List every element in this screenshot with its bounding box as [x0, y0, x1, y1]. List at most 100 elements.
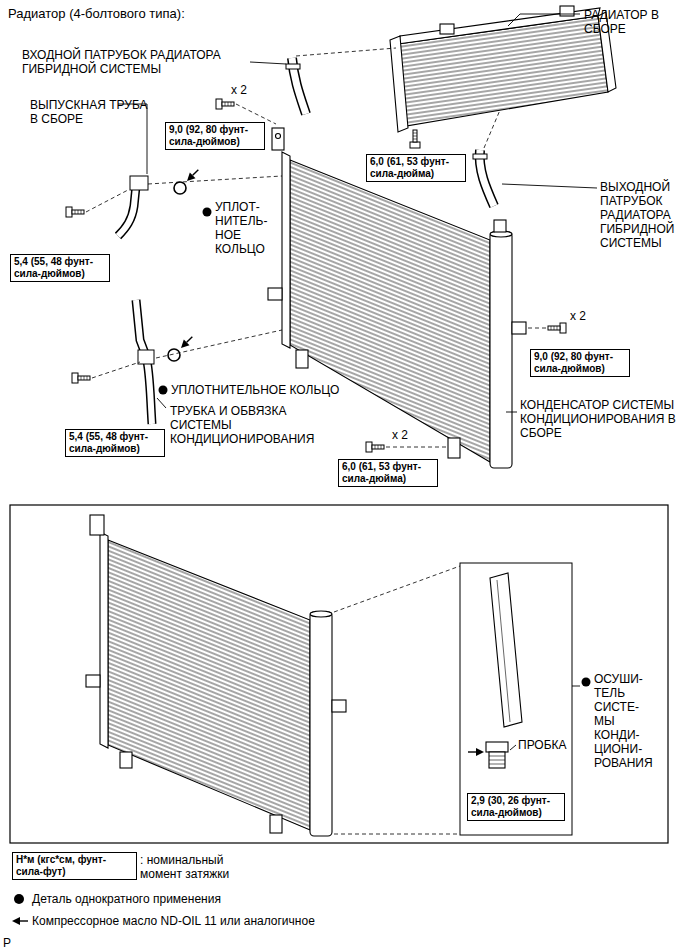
- bolt: [66, 207, 84, 217]
- assembly-dashed-line: [528, 328, 546, 329]
- quantity: x 2: [392, 428, 422, 442]
- receiver-drier: [489, 764, 505, 765]
- inset-condenser: [310, 611, 332, 617]
- legend-sample-box: Н*м (кгс*см, фунт-сила-фут): [12, 852, 137, 880]
- inset-condenser: [310, 612, 332, 836]
- inset-condenser: [100, 532, 108, 748]
- receiver-drier: [489, 752, 505, 768]
- discharge-pipe: [130, 176, 148, 190]
- bolt: [548, 323, 566, 333]
- receiver-drier: [490, 573, 522, 727]
- ac-tube: [138, 350, 154, 364]
- torque-box: 6,0 (61, 53 фунт-сила-дюйма): [338, 459, 438, 487]
- torque-value: 2,9 (30, 26 фунт-сила-дюймов): [471, 795, 561, 819]
- assembly-dashed-line: [386, 447, 448, 448]
- torque-box: 6,0 (61, 53 фунт-сила-дюйма): [366, 154, 466, 182]
- leader-line: [118, 104, 147, 174]
- inset-condenser: [108, 540, 310, 830]
- inset-condenser: [332, 700, 346, 712]
- bolt: [72, 373, 90, 383]
- assembly-dashed-line: [236, 104, 276, 124]
- bolt: [366, 442, 384, 452]
- o-ring: [174, 182, 186, 194]
- radiator-drawing: [390, 6, 616, 132]
- hybrid-radiator-hose: [473, 154, 487, 159]
- receiver-drier: [489, 756, 505, 757]
- single-use-dot: [14, 894, 24, 904]
- condenser-drawing: [272, 128, 284, 150]
- part-name: ОСУШИ- ТЕЛЬ СИСТЕ- МЫ КОНДИ- ЦИОНИ- РОВА…: [594, 672, 660, 770]
- torque-box: 9,0 (92, 80 фунт-сила-дюймов): [165, 122, 265, 150]
- torque-value: 5,4 (55, 48 фунт-сила-дюймов): [69, 431, 161, 455]
- hybrid-radiator-hose: [286, 64, 300, 69]
- leader-line: [157, 398, 166, 408]
- radiator-drawing: [440, 24, 454, 34]
- assembly-dashed-line: [148, 176, 282, 184]
- discharge-pipe: [118, 176, 148, 236]
- condenser-drawing: [282, 152, 290, 348]
- oil-arrow: [468, 748, 484, 756]
- assembly-dashed-line: [334, 566, 460, 612]
- part-name: ВХОДНОЙ ПАТРУБОК РАДИАТОРА ГИБРИДНОЙ СИС…: [22, 48, 272, 76]
- condenser-drawing: [268, 288, 282, 300]
- part-name: ПРОБКА: [518, 738, 570, 752]
- legend-text: : номинальный момент затяжки: [140, 853, 250, 881]
- condenser-drawing: [290, 160, 490, 462]
- inset-condenser: [86, 515, 346, 836]
- condenser-drawing: [296, 350, 308, 368]
- inset-condenser: [86, 675, 100, 687]
- part-name: УПЛОТ- НИТЕЛЬ- НОЕ КОЛЬЦО: [215, 200, 277, 256]
- receiver-drier: [486, 742, 508, 752]
- torque-box: 2,9 (30, 26 фунт-сила-дюймов): [467, 793, 565, 821]
- assembly-dashed-line: [484, 110, 500, 148]
- torque-value: 5,4 (55, 48 фунт-сила-дюймов): [14, 256, 106, 280]
- part-name: УПЛОТНИТЕЛЬНОЕ КОЛЬЦО: [171, 383, 371, 397]
- condenser-drawing: [276, 134, 281, 139]
- inset-frame: [460, 563, 572, 835]
- part-name: РАДИАТОР В СБОРЕ: [584, 8, 676, 36]
- inset-frame: [10, 505, 668, 843]
- single-use-dot: [203, 208, 212, 217]
- radiator-drawing: [560, 6, 574, 16]
- inset-condenser: [120, 752, 132, 768]
- condenser-drawing: [268, 128, 526, 468]
- receiver-drier: [497, 580, 510, 722]
- inset-condenser: [270, 815, 282, 833]
- assembly-dashed-line: [296, 48, 396, 56]
- condenser-drawing: [494, 220, 506, 232]
- single-use-dot: [159, 386, 168, 395]
- condenser-drawing: [490, 232, 512, 468]
- leader-line: [502, 184, 597, 188]
- figure-code: P: [3, 936, 23, 950]
- condenser-drawing: [512, 322, 526, 334]
- torque-unit: Н*м (кгс*см, фунт-сила-фут): [16, 854, 133, 878]
- torque-box: 5,4 (55, 48 фунт-сила-дюймов): [65, 429, 165, 457]
- inset-condenser: [90, 515, 104, 535]
- leader-line: [508, 14, 580, 26]
- leader-line: [250, 62, 286, 64]
- legend-text: Компрессорное масло ND-OIL 11 или аналог…: [32, 914, 492, 928]
- assembly-dashed-line: [156, 330, 282, 358]
- bolt: [216, 99, 234, 109]
- part-name: ТРУБКА И ОБВЯЗКА СИСТЕМЫ КОНДИЦИОНИРОВАН…: [170, 404, 345, 446]
- part-name: ВЫПУСКНАЯ ТРУБА В СБОРЕ: [30, 98, 150, 126]
- bolt: [66, 99, 566, 452]
- leader-line: [572, 686, 580, 687]
- diagram-title: Радиатор (4-болтового типа):: [8, 6, 185, 22]
- leader-line: [506, 412, 517, 413]
- ac-tube: [136, 300, 154, 424]
- torque-value: 9,0 (92, 80 фунт-сила-дюймов): [534, 351, 626, 375]
- radiator-drawing: [390, 36, 408, 132]
- receiver-drier: [486, 573, 522, 768]
- condenser-drawing: [448, 438, 460, 458]
- oil-arrow: [178, 334, 195, 351]
- single-use-dot: [14, 208, 591, 905]
- torque-value: 6,0 (61, 53 фунт-сила-дюйма): [342, 461, 434, 485]
- inset-frame: [10, 505, 668, 843]
- assembly-dashed-line: [334, 834, 460, 835]
- oil-arrow: [12, 917, 28, 925]
- o-ring: [168, 182, 186, 361]
- assembly-dashed-line: [92, 362, 140, 378]
- torque-value: 6,0 (61, 53 фунт-сила-дюйма): [370, 156, 462, 180]
- quantity: x 2: [570, 309, 600, 323]
